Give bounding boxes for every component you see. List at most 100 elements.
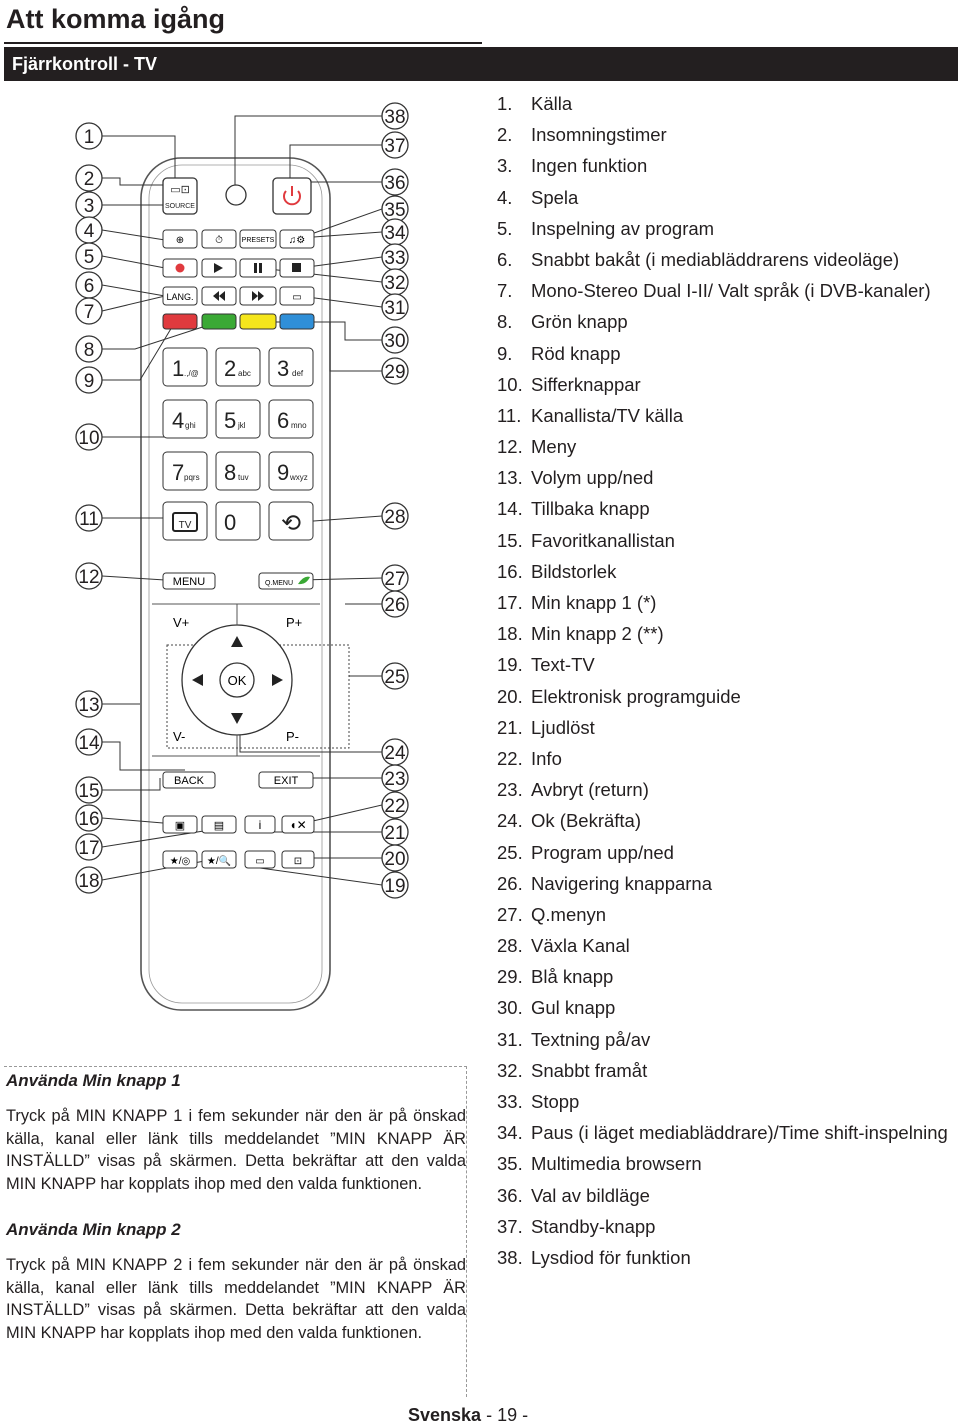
menu-label: MENU: [173, 576, 205, 588]
callout-number: 2: [84, 169, 95, 190]
my-button-2-heading: Använda Min knapp 2: [6, 1220, 181, 1239]
key-1: 1: [172, 356, 184, 381]
qmenu-leaf-icon: [298, 576, 310, 585]
legend-item: 7. Mono-Stereo Dual I-II/ Valt språk (i D…: [497, 279, 951, 303]
callout-number: 13: [78, 695, 99, 716]
key-4-sub: ghi: [185, 421, 196, 430]
qmenu-label: Q.MENU: [265, 580, 293, 587]
source-button: [162, 177, 198, 215]
key-4: 4: [172, 408, 184, 433]
legend-number: 26.: [497, 872, 523, 894]
blue-button: [279, 313, 315, 330]
legend-number: 5.: [497, 217, 513, 239]
legend-number: 6.: [497, 248, 513, 270]
ok-label: OK: [228, 673, 247, 688]
my-button-1-heading: Använda Min knapp 1: [6, 1071, 181, 1090]
rewind-icon: [213, 291, 219, 301]
legend-number: 37.: [497, 1215, 523, 1237]
legend-item: 26.Navigering knapparna: [497, 872, 951, 896]
green-button: [201, 313, 237, 330]
callout-number: 10: [78, 428, 99, 449]
legend-number: 4.: [497, 186, 513, 208]
legend-text: Spela: [531, 186, 579, 208]
key-5-sub: jkl: [237, 421, 246, 430]
legend-text: Meny: [531, 436, 577, 458]
key-9-sub: wxyz: [289, 473, 308, 482]
legend-number: 38.: [497, 1246, 523, 1268]
callout-number: 23: [384, 769, 405, 790]
legend-text: Gul knapp: [531, 997, 616, 1019]
legend-number: 31.: [497, 1028, 523, 1050]
menu-button: [162, 572, 216, 590]
callout-number: 34: [384, 223, 406, 244]
callout-number: 8: [84, 340, 95, 361]
title-rule: [4, 42, 482, 44]
legend-item: 23.Avbryt (return): [497, 778, 951, 802]
legend-text: Elektronisk programguide: [531, 685, 741, 707]
fav-row: ▣ ▤ i ◖✕: [162, 815, 315, 834]
legend-number: 3.: [497, 155, 513, 177]
callout-number: 25: [384, 667, 405, 688]
my-button-instructions: Använda Min knapp 1 Tryck på MIN KNAPP 1…: [4, 1066, 467, 1397]
back-button: [162, 771, 216, 789]
legend-text: Kanallista/TV källa: [531, 404, 684, 426]
legend-item: 6. Snabbt bakåt (i mediabläddrarens video…: [497, 248, 951, 272]
legend-item: 2.Insomningstimer: [497, 123, 951, 147]
legend-number: 25.: [497, 841, 523, 863]
legend-number: 9.: [497, 342, 513, 364]
callout-number: 22: [384, 796, 405, 817]
legend-number: 2.: [497, 124, 513, 146]
legend-number: 20.: [497, 685, 523, 707]
legend-text: Grön knapp: [531, 311, 628, 333]
callout-number: 38: [384, 107, 405, 128]
legend-item: 38. Lysdiod för funktion: [497, 1246, 951, 1270]
legend-text: Källa: [531, 93, 573, 114]
callout-number: 37: [384, 136, 405, 157]
power-icon: [283, 186, 301, 206]
key-1-sub: .,/@: [184, 369, 199, 378]
callout-number: 18: [78, 871, 99, 892]
arrow-up-icon: [231, 636, 243, 647]
mybutton-row: ★/◎ ★/🔍 ▭ ⊡: [162, 850, 315, 869]
callout-number: 26: [384, 595, 405, 616]
tv-label: TV: [179, 520, 192, 531]
legend-item: 17.Min knapp 1 (*): [497, 591, 951, 615]
legend-text: Snabbt bakåt (i mediabläddrarens videolä…: [531, 248, 900, 270]
legend-item: 30.Gul knapp: [497, 996, 951, 1020]
legend-number: 7.: [497, 280, 513, 302]
teletext-icon: ⊡: [294, 856, 302, 867]
my-button-1-icon: ★/◎: [170, 856, 191, 867]
my-button-2-icon: ★/🔍: [207, 854, 231, 867]
prog-up-label: P+: [286, 615, 302, 630]
source-label: SOURCE: [165, 203, 195, 210]
legend-text: Lysdiod för funktion: [531, 1246, 691, 1268]
tv-icon: [172, 512, 198, 532]
legend-item: 22.Info: [497, 747, 951, 771]
legend-item: 28.Växla Kanal: [497, 934, 951, 958]
legend-item: 19.Text-TV: [497, 653, 951, 677]
legend-item: 15.Favoritkanallistan: [497, 529, 951, 553]
legend-item: 18.Min knapp 2 (**): [497, 622, 951, 646]
callout-number: 7: [84, 302, 95, 323]
legend-item: 10.Sifferknappar: [497, 373, 951, 397]
arrow-left-icon: [192, 674, 203, 686]
footer-page-number: - 19 -: [486, 1405, 529, 1425]
legend-item: 21.Ljudlöst: [497, 716, 951, 740]
legend-text: Mono-Stereo Dual I-II/ Valt språk (i DVB…: [531, 280, 931, 302]
callout-number: 19: [384, 876, 405, 897]
legend-number: 18.: [497, 623, 523, 645]
swap-icon: ⟲: [281, 510, 301, 537]
callout-number: 1: [84, 127, 95, 148]
legend-text: Blå knapp: [531, 966, 614, 988]
callout-number: 9: [84, 371, 95, 392]
legend-text: Ok (Bekräfta): [531, 810, 641, 832]
legend-number: 13.: [497, 467, 523, 489]
nav-guide-box: [166, 644, 350, 749]
legend-text: Volym upp/ned: [531, 467, 654, 489]
media-row: [162, 258, 315, 278]
legend-item: 32.Snabbt framåt: [497, 1059, 951, 1083]
legend-text: Info: [531, 747, 562, 769]
color-row: [162, 313, 315, 330]
